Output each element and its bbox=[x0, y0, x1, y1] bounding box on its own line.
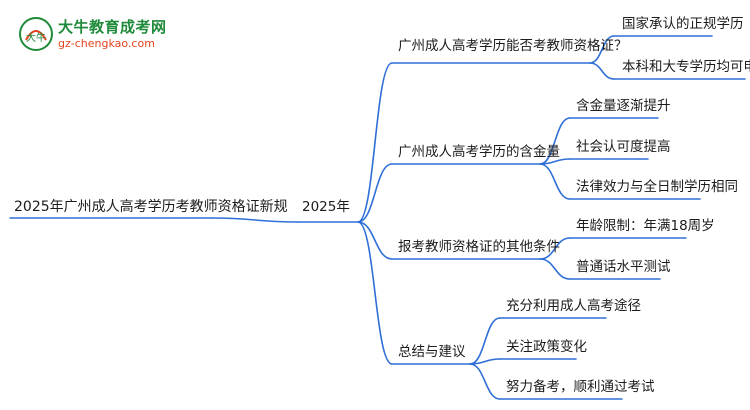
leaf-link bbox=[539, 163, 571, 200]
leaf-link bbox=[589, 62, 615, 80]
branch-link bbox=[357, 62, 393, 223]
leaf-link bbox=[539, 117, 571, 165]
branch-node: 总结与建议 bbox=[398, 344, 466, 360]
branch-link bbox=[357, 221, 393, 260]
branch-node: 广州成人高考学历的含金量 bbox=[398, 144, 560, 160]
leaf-node: 本科和大专学历均可申请 bbox=[622, 59, 750, 75]
leaf-link bbox=[469, 363, 501, 400]
leaf-node: 法律效力与全日制学历相同 bbox=[576, 179, 738, 195]
branch-node: 广州成人高考学历能否考教师资格证？ bbox=[398, 38, 628, 54]
leaf-node: 含金量逐渐提升 bbox=[576, 98, 671, 114]
leaf-link bbox=[539, 258, 571, 280]
center-node: 2025年 bbox=[302, 199, 350, 215]
site-logo: 大牛 大牛教育成考网 gz-chengkao.com bbox=[18, 14, 168, 54]
leaf-node: 关注政策变化 bbox=[506, 339, 587, 355]
root-to-center-link bbox=[211, 217, 299, 223]
branch-link bbox=[357, 221, 393, 365]
logo-site-name: 大牛教育成考网 bbox=[58, 18, 167, 36]
root-node: 2025年广州成人高考学历考教师资格证新规 bbox=[14, 199, 288, 215]
leaf-node: 普通话水平测试 bbox=[576, 259, 671, 275]
leaf-node: 努力备考，顺利通过考试 bbox=[506, 379, 655, 395]
logo-badge-icon: 大牛 bbox=[19, 17, 53, 51]
branch-node: 报考教师资格证的其他条件 bbox=[398, 239, 560, 255]
leaf-node: 社会认可度提高 bbox=[576, 139, 671, 155]
logo-url: gz-chengkao.com bbox=[58, 37, 155, 50]
logo-badge-text: 大牛 bbox=[26, 31, 46, 44]
leaf-node: 充分利用成人高考途径 bbox=[506, 298, 641, 314]
leaf-link bbox=[469, 317, 501, 365]
leaf-link bbox=[589, 35, 615, 64]
leaf-node: 国家承认的正规学历 bbox=[622, 16, 744, 32]
leaf-link bbox=[539, 237, 571, 260]
leaf-node: 年龄限制：年满18周岁 bbox=[576, 218, 715, 234]
branch-link bbox=[357, 163, 393, 223]
